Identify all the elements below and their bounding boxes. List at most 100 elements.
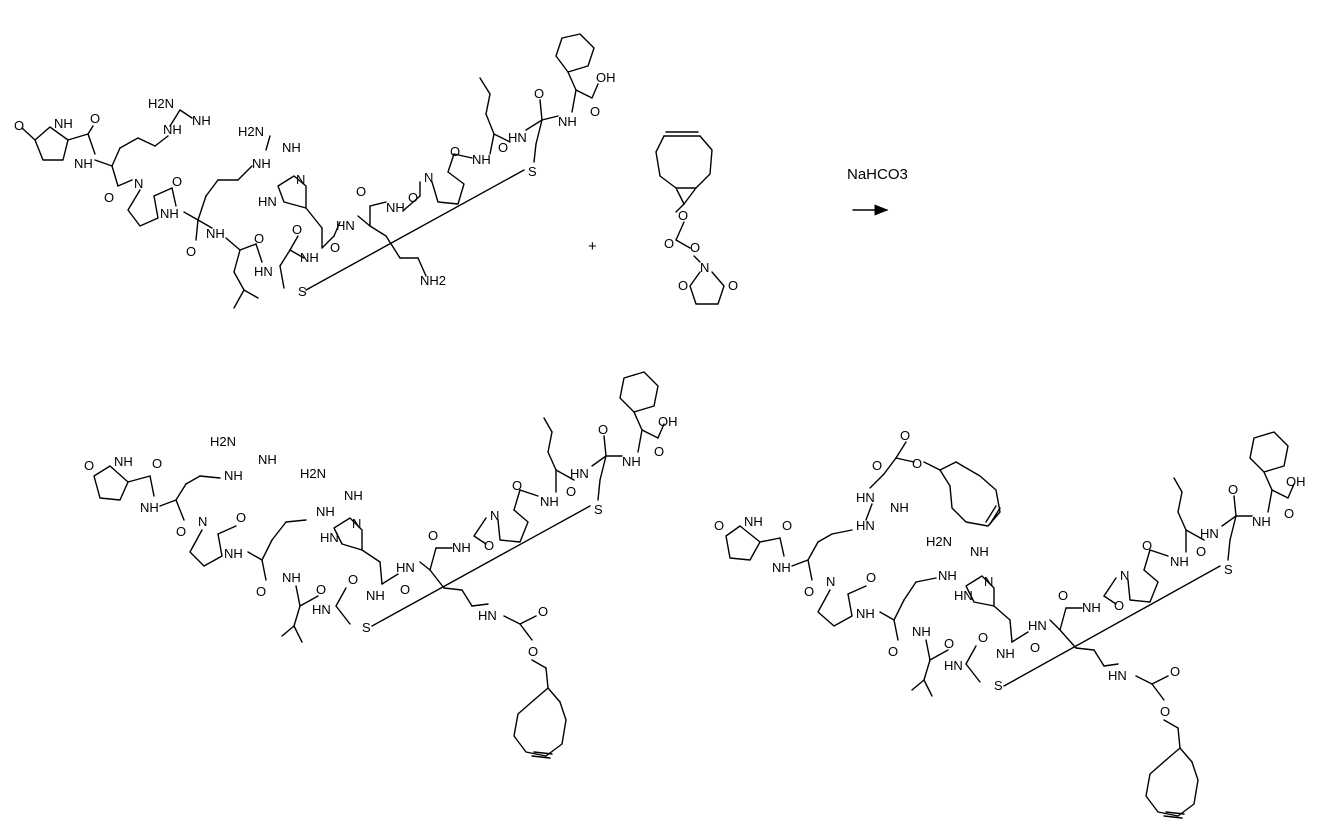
svg-text:NH2: NH2 — [420, 273, 446, 288]
svg-text:NH: NH — [1170, 554, 1189, 569]
svg-text:NH: NH — [622, 454, 641, 469]
svg-text:HN: HN — [856, 490, 875, 505]
svg-text:O: O — [90, 111, 100, 126]
reagent-label: NaHCO3 — [847, 166, 908, 183]
svg-text:O: O — [1196, 544, 1206, 559]
svg-text:O: O — [400, 582, 410, 597]
svg-text:NH: NH — [970, 544, 989, 559]
svg-text:NH: NH — [192, 113, 211, 128]
svg-text:NH: NH — [114, 454, 133, 469]
svg-text:O: O — [690, 240, 700, 255]
svg-text:HN: HN — [396, 560, 415, 575]
svg-text:O: O — [728, 278, 738, 293]
svg-text:O: O — [356, 184, 366, 199]
svg-text:H2N: H2N — [148, 96, 174, 111]
svg-text:S: S — [362, 620, 371, 635]
svg-text:O: O — [176, 524, 186, 539]
svg-text:HN: HN — [954, 588, 973, 603]
svg-text:O: O — [1114, 598, 1124, 613]
svg-text:N: N — [296, 172, 305, 187]
svg-text:O: O — [152, 456, 162, 471]
svg-text:O: O — [664, 236, 674, 251]
svg-text:OH: OH — [596, 70, 616, 85]
svg-text:NH: NH — [996, 646, 1015, 661]
svg-text:HN: HN — [1108, 668, 1127, 683]
svg-text:O: O — [528, 644, 538, 659]
svg-text:O: O — [866, 570, 876, 585]
svg-text:O: O — [1058, 588, 1068, 603]
plus-sign: + — [588, 238, 597, 255]
svg-text:NH: NH — [74, 156, 93, 171]
svg-text:O: O — [678, 278, 688, 293]
svg-text:O: O — [912, 456, 922, 471]
svg-text:OH: OH — [1286, 474, 1306, 489]
svg-text:N: N — [826, 574, 835, 589]
svg-text:N: N — [352, 516, 361, 531]
svg-text:HN: HN — [1200, 526, 1219, 541]
svg-text:O: O — [900, 428, 910, 443]
bis-bcn-conjugate-product: O NH O NH HN HN NH O O O O N O NH — [714, 428, 1306, 818]
svg-text:O: O — [654, 444, 664, 459]
svg-text:O: O — [1160, 704, 1170, 719]
svg-text:NH: NH — [1252, 514, 1271, 529]
svg-text:NH: NH — [1082, 600, 1101, 615]
svg-text:S: S — [1224, 562, 1233, 577]
svg-text:NH: NH — [140, 500, 159, 515]
svg-text:O: O — [678, 208, 688, 223]
svg-text:NH: NH — [224, 468, 243, 483]
svg-text:NH: NH — [938, 568, 957, 583]
svg-text:O: O — [1228, 482, 1238, 497]
svg-text:O: O — [566, 484, 576, 499]
bcn-nhs-carbonate-reagent: O O O N O O — [656, 132, 738, 304]
svg-text:HN: HN — [478, 608, 497, 623]
svg-text:O: O — [104, 190, 114, 205]
svg-text:O: O — [348, 572, 358, 587]
svg-text:NH: NH — [366, 588, 385, 603]
svg-text:O: O — [172, 174, 182, 189]
svg-text:H2N: H2N — [926, 534, 952, 549]
svg-text:O: O — [534, 86, 544, 101]
svg-text:HN: HN — [336, 218, 355, 233]
svg-text:HN: HN — [258, 194, 277, 209]
svg-text:NH: NH — [282, 140, 301, 155]
svg-text:NH: NH — [282, 570, 301, 585]
peptide-starting-material: O NH O NH NH H2N NH O N O NH NH — [14, 34, 616, 308]
svg-text:O: O — [782, 518, 792, 533]
svg-text:S: S — [528, 164, 537, 179]
svg-text:NH: NH — [472, 152, 491, 167]
svg-text:H2N: H2N — [238, 124, 264, 139]
svg-text:O: O — [236, 510, 246, 525]
svg-text:O: O — [1284, 506, 1294, 521]
svg-text:O: O — [330, 240, 340, 255]
svg-text:NH: NH — [344, 488, 363, 503]
svg-text:O: O — [498, 140, 508, 155]
svg-text:O: O — [408, 190, 418, 205]
svg-text:NH: NH — [890, 500, 909, 515]
svg-text:NH: NH — [772, 560, 791, 575]
svg-text:NH: NH — [252, 156, 271, 171]
svg-text:S: S — [298, 284, 307, 299]
svg-text:O: O — [450, 144, 460, 159]
svg-text:NH: NH — [224, 546, 243, 561]
svg-text:NH: NH — [744, 514, 763, 529]
svg-text:NH: NH — [452, 540, 471, 555]
svg-text:O: O — [804, 584, 814, 599]
svg-text:O: O — [888, 644, 898, 659]
mono-bcn-conjugate-product: O NH O NH NH H2N NH O N O NH NH H2N NH O… — [84, 372, 678, 758]
svg-text:HN: HN — [944, 658, 963, 673]
svg-text:NH: NH — [300, 250, 319, 265]
svg-text:O: O — [292, 222, 302, 237]
svg-text:NH: NH — [163, 122, 182, 137]
svg-text:HN: HN — [570, 466, 589, 481]
svg-text:HN: HN — [508, 130, 527, 145]
svg-text:O: O — [84, 458, 94, 473]
svg-text:NH: NH — [258, 452, 277, 467]
svg-text:O: O — [978, 630, 988, 645]
svg-text:O: O — [14, 118, 24, 133]
svg-text:HN: HN — [254, 264, 273, 279]
svg-text:S: S — [994, 678, 1003, 693]
svg-text:NH: NH — [386, 200, 405, 215]
svg-text:O: O — [316, 582, 326, 597]
svg-text:N: N — [700, 260, 709, 275]
